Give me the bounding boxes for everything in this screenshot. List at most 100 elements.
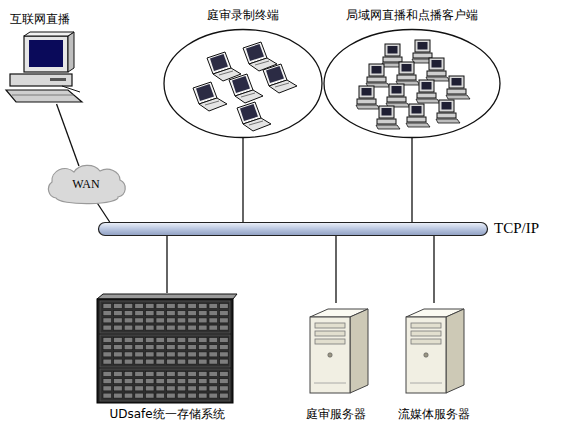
shape-part [124, 304, 133, 309]
node-label: 庭审服务器 [282, 407, 390, 421]
shape-part [103, 318, 112, 323]
shape-part [439, 100, 454, 112]
shape-part [177, 386, 186, 391]
node-label: WAN [42, 177, 130, 191]
terminal-group-ellipse-art [163, 8, 323, 138]
shape-part [315, 339, 345, 344]
shape-part [198, 304, 207, 309]
shape-part [177, 304, 186, 309]
shape-part [263, 64, 297, 93]
shape-part [145, 379, 154, 384]
shape-part [10, 74, 72, 86]
shape-part [367, 77, 386, 82]
shape-part [240, 104, 258, 121]
shape-part [198, 386, 207, 391]
shape-part [356, 105, 380, 109]
shape-part [220, 325, 229, 330]
shape-part [145, 318, 154, 323]
shape-part [156, 345, 165, 350]
shape-part [409, 104, 424, 116]
node-label: 局域网直播和点播客户端 [323, 8, 501, 22]
shape-part [167, 311, 176, 316]
shape-part [145, 372, 154, 377]
shape-part [411, 323, 441, 328]
shape-part [413, 53, 432, 58]
shape-part [156, 325, 165, 330]
shape-part [103, 338, 112, 343]
shape-part [357, 99, 376, 104]
shape-part [114, 318, 123, 323]
shape-part [416, 80, 440, 103]
shape-part [177, 318, 186, 323]
shape-part [246, 44, 264, 61]
shape-part [124, 311, 133, 316]
storage-rack: UDsafe统一存储系统 [95, 293, 239, 425]
shape-part [156, 379, 165, 384]
shape-part [198, 338, 207, 343]
shape-part [167, 379, 176, 384]
shape-part [436, 100, 460, 123]
shape-part [415, 40, 430, 52]
shape-part [447, 89, 466, 94]
shape-part [310, 317, 350, 393]
shape-part [156, 372, 165, 377]
shape-part [12, 95, 74, 96]
shape-part [207, 52, 241, 81]
shape-part [266, 66, 284, 83]
shape-part [145, 338, 154, 343]
shape-part [124, 359, 133, 364]
shape-part [356, 86, 380, 109]
shape-part [379, 106, 394, 118]
shape-part [124, 352, 133, 357]
shape-part [315, 323, 345, 328]
shape-part [177, 311, 186, 316]
shape-part [275, 83, 289, 87]
shape-part [372, 66, 382, 74]
shape-part [402, 64, 412, 72]
shape-part [103, 345, 112, 350]
network-link [433, 236, 434, 303]
shape-part [114, 311, 123, 316]
shape-part [100, 335, 230, 367]
shape-part [167, 359, 176, 364]
shape-part [135, 345, 144, 350]
shape-part [388, 46, 398, 54]
shape-part [145, 311, 154, 316]
shape-part [100, 369, 230, 401]
shape-part [389, 84, 404, 96]
shape-part [198, 311, 207, 316]
shape-part [198, 372, 207, 377]
shape-part [452, 78, 462, 86]
shape-part [237, 102, 271, 131]
shape-part [232, 76, 250, 93]
shape-part [314, 383, 346, 384]
shape-part [366, 64, 390, 87]
server-tower-art [388, 303, 480, 423]
shape-part [114, 359, 123, 364]
shape-part [188, 304, 197, 309]
shape-part [385, 44, 400, 56]
server-tower-art [292, 303, 380, 423]
shape-part [198, 393, 207, 398]
shape-part [424, 353, 428, 357]
shape-part [177, 338, 186, 343]
shape-part [220, 304, 229, 309]
shape-part [406, 104, 430, 127]
shape-part [188, 379, 197, 384]
shape-part [188, 325, 197, 330]
shape-part [249, 121, 263, 125]
shape-part [209, 338, 218, 343]
shape-part [177, 359, 186, 364]
shape-part [209, 304, 218, 309]
network-link [166, 236, 167, 293]
shape-part [220, 338, 229, 343]
shape-part [193, 82, 227, 111]
shape-part [103, 393, 112, 398]
wan-cloud: WAN [42, 166, 130, 202]
shape-part [135, 338, 144, 343]
shape-part [392, 86, 402, 94]
shape-part [156, 352, 165, 357]
shape-part [62, 86, 80, 92]
shape-part [145, 325, 154, 330]
